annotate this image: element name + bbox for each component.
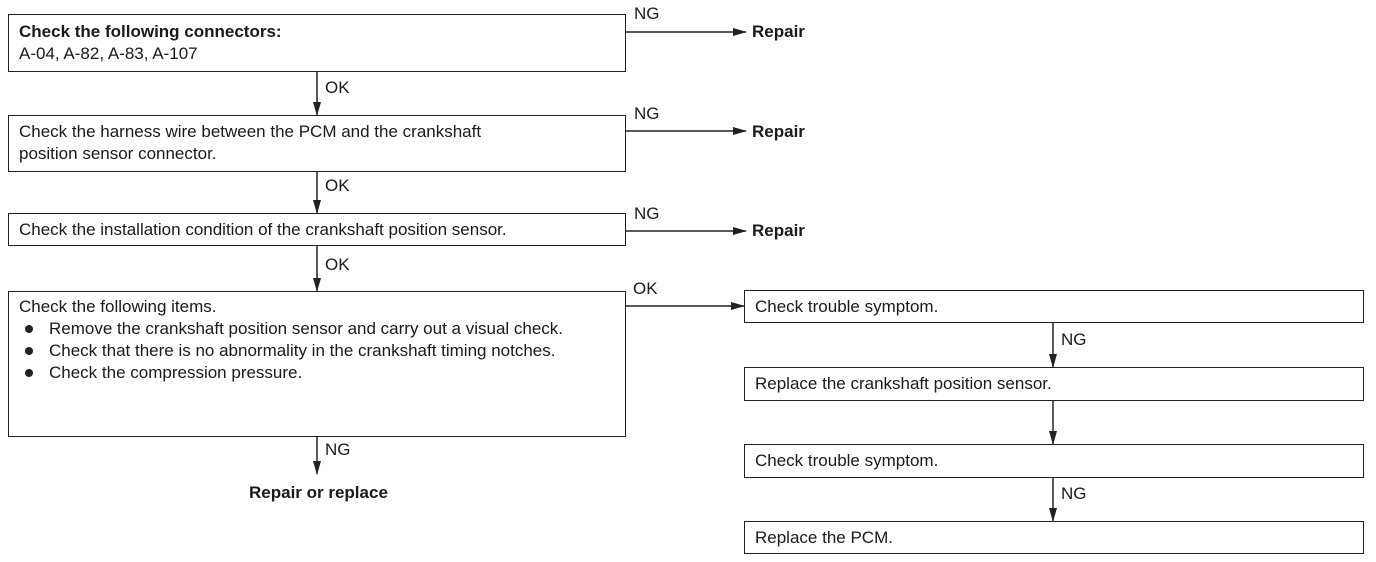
step-4-box: Check the following items. Remove the cr… — [8, 291, 626, 437]
step-4-items: Remove the crankshaft position sensor an… — [19, 318, 615, 384]
bullet-dot-icon — [25, 347, 33, 355]
right-box-1-text: Check trouble symptom. — [755, 297, 939, 316]
step-2-box: Check the harness wire between the PCM a… — [8, 115, 626, 172]
step-4-item: Check the compression pressure. — [19, 362, 615, 384]
step-2-line-1: Check the harness wire between the PCM a… — [19, 122, 482, 141]
right-chain-label-3: NG — [1061, 484, 1087, 503]
step-2-line-2: position sensor connector. — [19, 144, 217, 163]
right-box-2: Replace the crankshaft position sensor. — [744, 367, 1364, 401]
right-chain-label-1: NG — [1061, 330, 1087, 349]
step-3-box: Check the installation condition of the … — [8, 213, 626, 246]
step-1-ng-result: Repair — [752, 22, 805, 41]
bullet-dot-icon — [25, 325, 33, 333]
bullet-dot-icon — [25, 369, 33, 377]
step-4-ng-label: NG — [325, 440, 351, 459]
right-box-4: Replace the PCM. — [744, 521, 1364, 554]
step-4-item: Check that there is no abnormality in th… — [19, 340, 615, 362]
right-box-4-text: Replace the PCM. — [755, 528, 893, 547]
step-1-title: Check the following connectors: — [19, 22, 282, 41]
step-4-item: Remove the crankshaft position sensor an… — [19, 318, 615, 340]
step-1-ok-label: OK — [325, 78, 350, 97]
step-2-ok-label: OK — [325, 176, 350, 195]
step-1-ng-label: NG — [634, 4, 660, 23]
right-box-3: Check trouble symptom. — [744, 444, 1364, 478]
step-3-ng-label: NG — [634, 204, 660, 223]
right-box-3-text: Check trouble symptom. — [755, 451, 939, 470]
step-1-box: Check the following connectors: A-04, A-… — [8, 14, 626, 72]
right-box-1: Check trouble symptom. — [744, 290, 1364, 323]
step-4-ok-label: OK — [633, 279, 658, 298]
step-4-ng-result: Repair or replace — [249, 483, 388, 502]
step-1-text: A-04, A-82, A-83, A-107 — [19, 44, 198, 63]
step-3-ok-label: OK — [325, 255, 350, 274]
right-box-2-text: Replace the crankshaft position sensor. — [755, 374, 1052, 393]
step-2-ng-result: Repair — [752, 122, 805, 141]
step-2-ng-label: NG — [634, 104, 660, 123]
step-3-ng-result: Repair — [752, 221, 805, 240]
step-4-intro: Check the following items. — [19, 297, 217, 316]
step-3-text: Check the installation condition of the … — [19, 220, 507, 239]
